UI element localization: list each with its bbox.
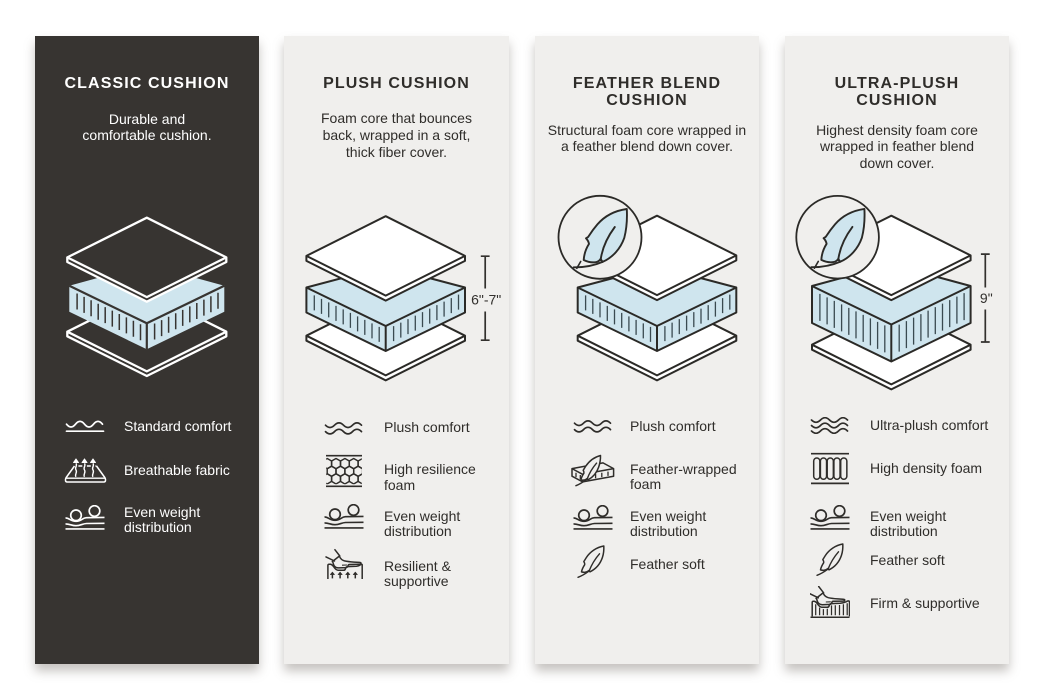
- svg-text:6"-7": 6"-7": [471, 292, 501, 308]
- svg-text:9": 9": [980, 290, 993, 306]
